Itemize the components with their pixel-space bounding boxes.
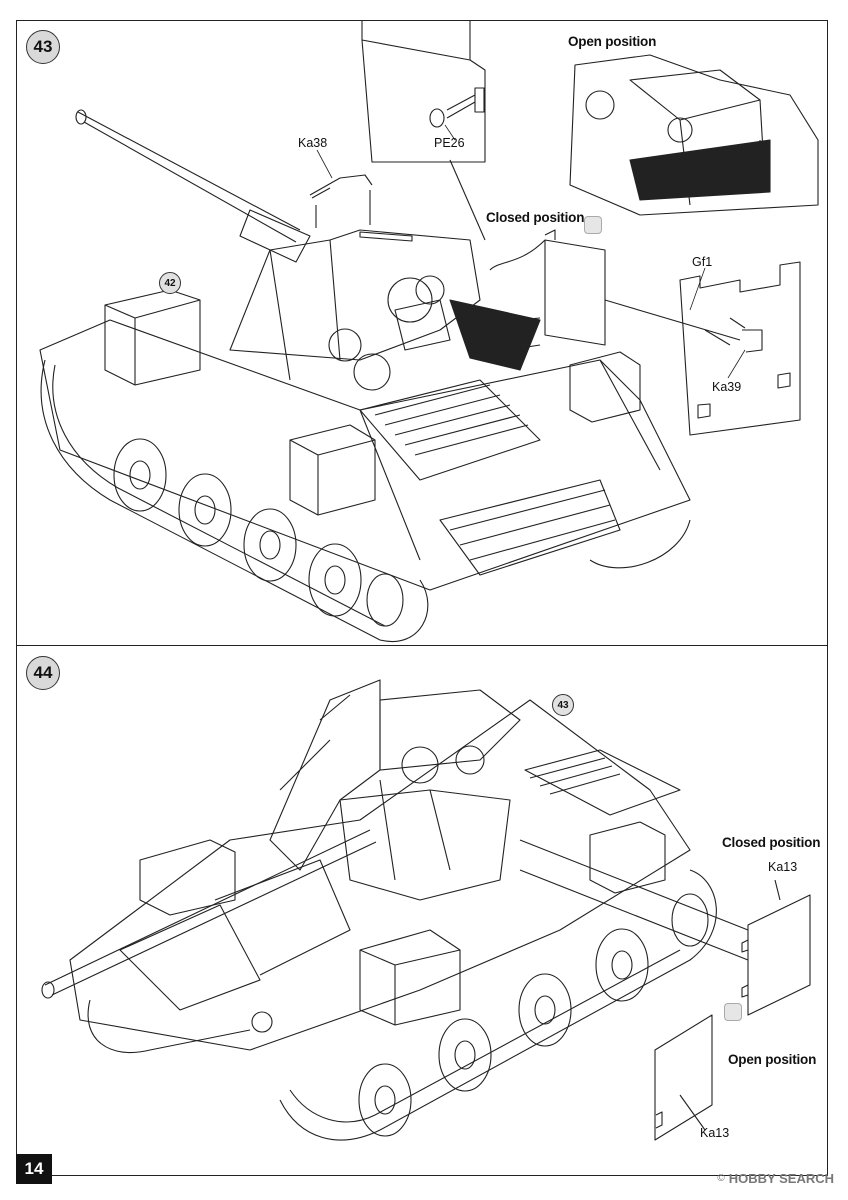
closed-position-label: Closed position bbox=[486, 210, 585, 225]
inset-gf1-ka39 bbox=[679, 261, 801, 436]
watermark: © HOBBY SEARCH bbox=[717, 1171, 834, 1186]
page-frame bbox=[16, 20, 828, 1176]
step-number-badge: 43 bbox=[26, 30, 60, 64]
part-label-gf1: Gf1 bbox=[692, 255, 713, 269]
step43-tank-drawing bbox=[39, 109, 741, 643]
step-divider bbox=[16, 645, 828, 646]
page-number: 14 bbox=[16, 1154, 52, 1184]
inset-pe26 bbox=[361, 20, 486, 163]
watermark-brand: HOBBY SEARCH bbox=[728, 1171, 834, 1186]
part-label-ka13: Ka13 bbox=[700, 1126, 730, 1140]
reference-step-number: 42 bbox=[164, 277, 176, 289]
swap-position-icon bbox=[584, 216, 602, 234]
reference-step-number: 43 bbox=[557, 699, 569, 711]
reference-step-badge: 42 bbox=[159, 272, 181, 294]
swap-position-icon bbox=[724, 1003, 742, 1021]
reference-step-badge: 43 bbox=[552, 694, 574, 716]
open-position-label: Open position bbox=[728, 1052, 817, 1067]
closed-position-label: Closed position bbox=[722, 835, 821, 850]
step44-road-wheels bbox=[358, 893, 709, 1137]
part-label-ka39: Ka39 bbox=[712, 380, 742, 394]
part-label-ka13: Ka13 bbox=[768, 860, 798, 874]
part-label-pe26: PE26 bbox=[434, 136, 465, 150]
watermark-copyright: © bbox=[717, 1173, 725, 1184]
step-number: 43 bbox=[33, 37, 53, 56]
step44-tank-drawing bbox=[41, 679, 811, 1141]
inset-open-position-43 bbox=[569, 54, 819, 216]
part-label-ka38: Ka38 bbox=[298, 136, 328, 150]
open-position-label: Open position bbox=[568, 34, 657, 49]
step-number-badge: 44 bbox=[26, 656, 60, 690]
step43-road-wheels bbox=[113, 438, 404, 627]
step-number: 44 bbox=[33, 663, 53, 682]
